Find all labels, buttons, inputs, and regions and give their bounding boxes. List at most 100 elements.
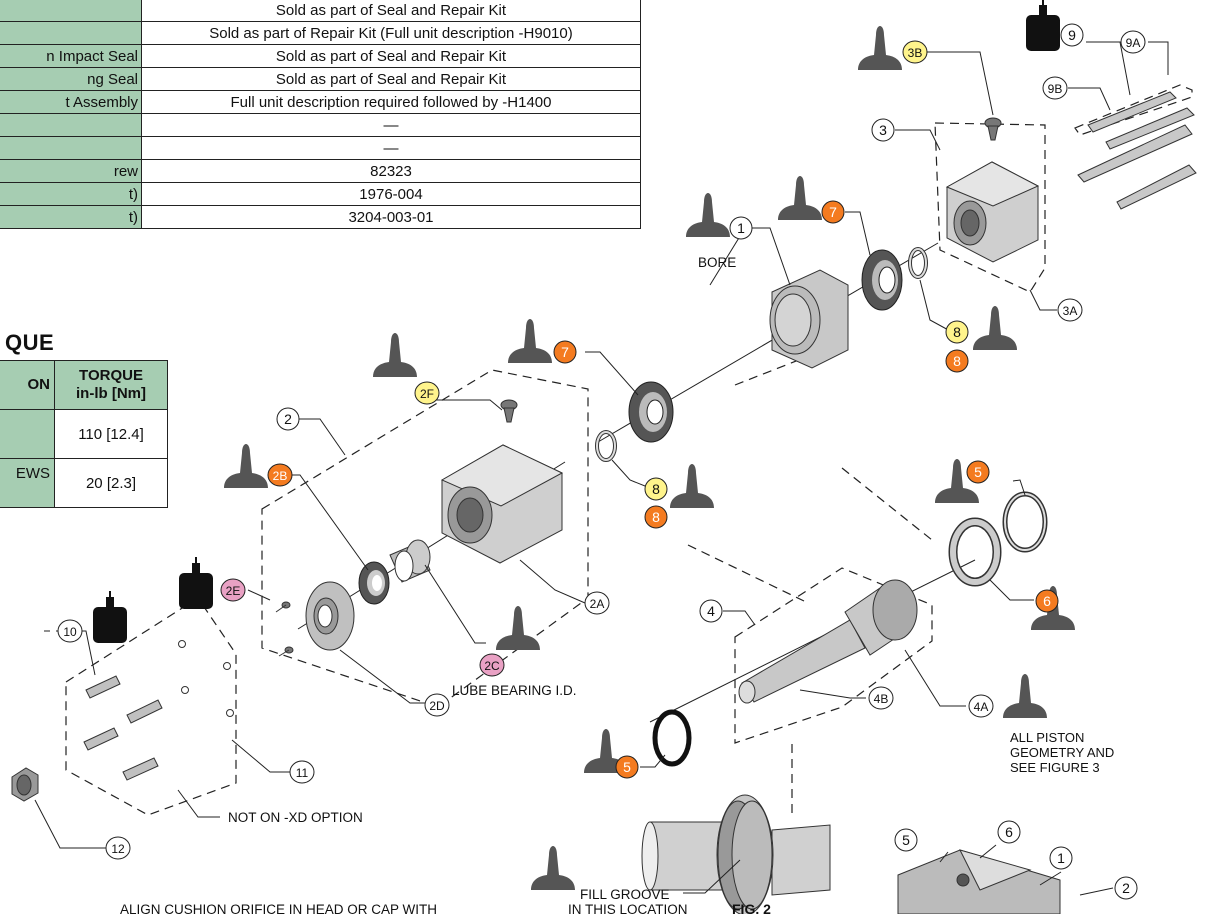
parts-cell-name <box>0 113 142 137</box>
retainer-2d <box>305 581 355 651</box>
callout-label: 3A <box>1063 304 1078 318</box>
cushion-seal-7-head <box>628 381 674 443</box>
lube-icon <box>373 333 417 377</box>
callout-bubble <box>1120 30 1146 54</box>
torque-row-value: 20 [2.3] <box>54 458 168 508</box>
callout-label: 2D <box>429 699 445 713</box>
loctite-bottle-icon <box>179 557 213 609</box>
callout-bubble <box>289 760 315 784</box>
callout-label: 4B <box>874 692 889 706</box>
parts-cell-name <box>0 136 142 160</box>
screw-2f <box>500 399 518 423</box>
callout-bubble <box>644 477 668 501</box>
callout-bubble <box>105 836 131 860</box>
head-body <box>440 444 564 564</box>
torque-col1-header: ON <box>0 360 55 410</box>
note-fill-groove: FILL GROOVE <box>580 887 670 902</box>
parts-cell-name: t) <box>0 182 142 206</box>
callout-label: 5 <box>623 759 631 775</box>
tie-rod-group-outline <box>1074 84 1193 136</box>
callout-label: 3 <box>879 122 887 138</box>
callout-label: 10 <box>63 625 77 639</box>
torque-row-value: 110 [12.4] <box>54 409 168 459</box>
lube-icon <box>858 26 902 70</box>
callout-bubble <box>945 349 969 373</box>
torque-row: 110 [12.4] <box>0 409 168 459</box>
rod-seal-2b <box>358 561 390 605</box>
torque-table: ON TORQUE in-lb [Nm] 110 [12.4] EWS 20 [… <box>0 360 168 508</box>
callout-bubble <box>276 407 300 431</box>
torque-col2-header: TORQUE in-lb [Nm] <box>54 360 168 410</box>
callout-label: 9 <box>1068 27 1076 43</box>
parts-cell-name: rew <box>0 159 142 183</box>
parts-row: t)3204-003-01 <box>0 205 641 229</box>
piston-seal-5-lower <box>652 709 692 767</box>
callout-label: 2E <box>226 584 241 598</box>
callout-label: 12 <box>111 842 125 856</box>
parts-row: Sold as part of Repair Kit (Full unit de… <box>0 21 641 45</box>
callout-label: 7 <box>829 204 837 220</box>
callout-label: 8 <box>652 481 660 497</box>
parts-cell-description: — <box>141 113 641 137</box>
callout-label: 5 <box>902 832 910 848</box>
callout-label: 8 <box>953 353 961 369</box>
torque-row-label <box>0 409 55 459</box>
callout-bubble <box>57 619 83 643</box>
callout-bubble <box>871 118 895 142</box>
callout-bubble <box>267 463 293 487</box>
screw-3b <box>984 117 1002 141</box>
nut-12 <box>11 767 39 802</box>
callout-bubble <box>966 460 990 484</box>
callout-label: 6 <box>1005 824 1013 840</box>
torque-row: EWS 20 [2.3] <box>0 458 168 508</box>
note-bore: BORE <box>698 255 736 270</box>
parts-cell-description: Sold as part of Seal and Repair Kit <box>141 44 641 68</box>
callout-label: 4 <box>707 603 715 619</box>
lube-icon <box>1003 674 1047 718</box>
lube-icon <box>224 444 268 488</box>
callout-label: 9A <box>1126 36 1141 50</box>
parts-cell-description: 1976-004 <box>141 182 641 206</box>
note-align: ALIGN CUSHION ORIFICE IN HEAD OR CAP WIT… <box>120 902 437 914</box>
callout-label: 7 <box>561 344 569 360</box>
callout-bubble <box>553 340 577 364</box>
callout-label: 2A <box>590 597 605 611</box>
tie-rods <box>1077 91 1197 210</box>
callout-bubble <box>1057 298 1083 322</box>
callout-bubble <box>997 820 1021 844</box>
note-not-xd: NOT ON -XD OPTION <box>228 810 363 825</box>
piston-rod <box>738 579 918 704</box>
wear-band-6 <box>948 517 1002 587</box>
parts-cell-name: t) <box>0 205 142 229</box>
piston-detail <box>641 794 831 914</box>
parts-cell-description: 82323 <box>141 159 641 183</box>
torque-title: QUE <box>5 330 55 355</box>
callout-bubble <box>414 381 440 405</box>
parts-cell-name: n Impact Seal <box>0 44 142 68</box>
callout-label: 2F <box>420 387 434 401</box>
callout-label: 2 <box>1122 880 1130 896</box>
callout-bubble <box>1114 876 1138 900</box>
callout-label: 8 <box>953 324 961 340</box>
callout-label: 1 <box>737 220 745 236</box>
parts-cell-description: Full unit description required followed … <box>141 90 641 114</box>
callout-bubble <box>615 755 639 779</box>
callout-label: 1 <box>1057 850 1065 866</box>
callout-bubble <box>1042 76 1068 100</box>
barrel <box>769 269 849 369</box>
lube-icon <box>670 464 714 508</box>
callout-bubble <box>584 591 610 615</box>
parts-cell-name: t Assembly <box>0 90 142 114</box>
note-lube-bearing: LUBE BEARING I.D. <box>452 683 577 698</box>
callout-bubble <box>424 693 450 717</box>
lube-icon <box>531 846 575 890</box>
piston-seal-5 <box>1002 491 1048 553</box>
callout-bubble <box>968 694 994 718</box>
parts-row: — <box>0 136 641 160</box>
lube-icon <box>496 606 540 650</box>
callout-bubble <box>479 653 505 677</box>
